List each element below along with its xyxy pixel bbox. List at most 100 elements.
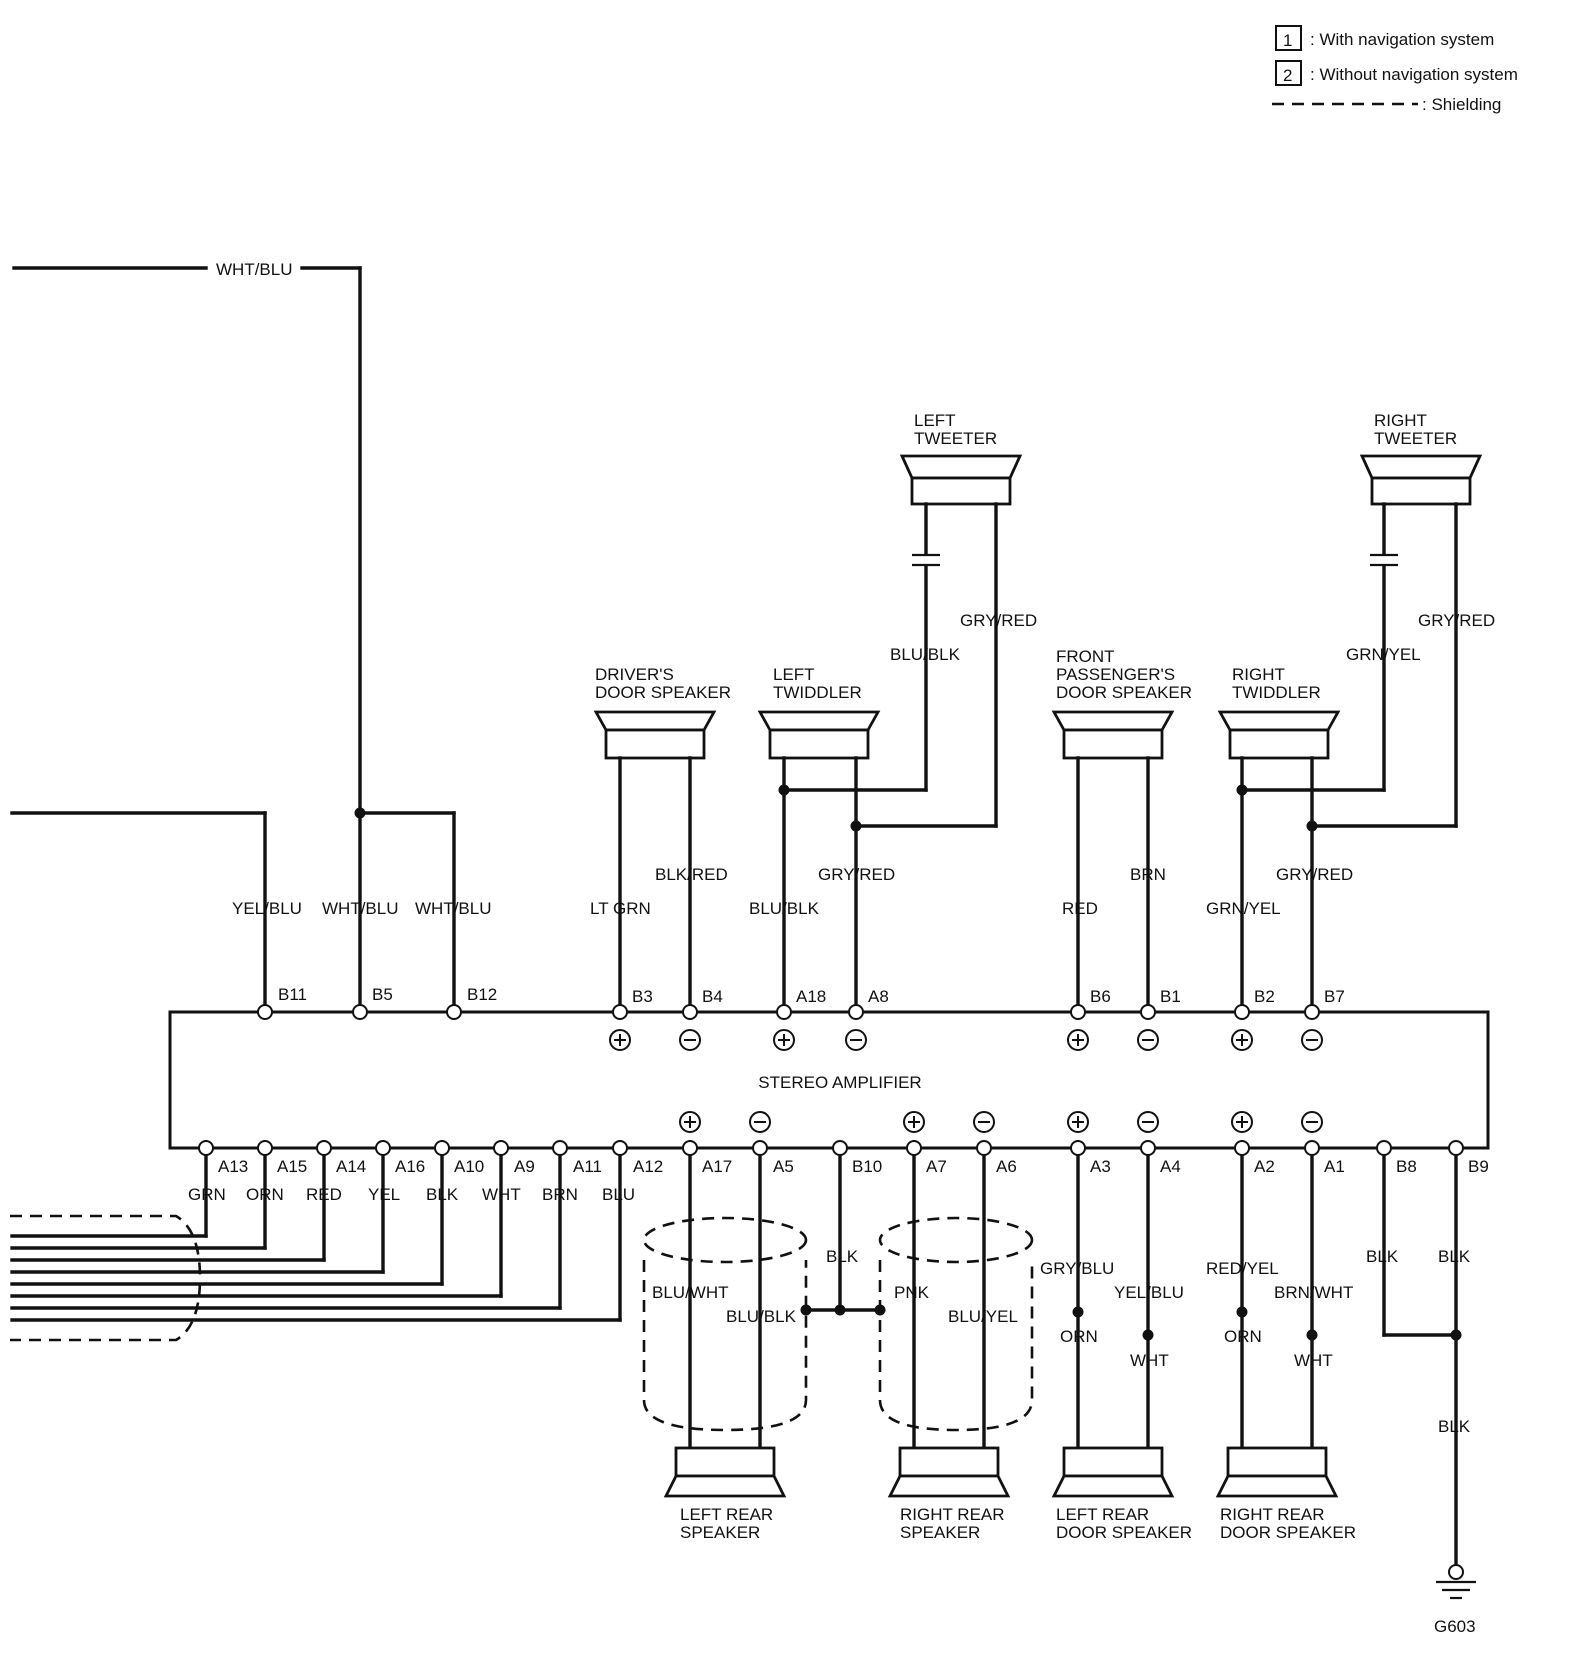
wire-label-b7: GRY/RED <box>1276 865 1353 884</box>
wire-label-a11: BRN <box>542 1185 578 1204</box>
wire-label-b1: BRN <box>1130 865 1166 884</box>
pin-label-a4: A4 <box>1160 1157 1181 1176</box>
wire-label-b2: GRN/YEL <box>1206 899 1281 918</box>
label-front-passengers-2: PASSENGER'S <box>1056 665 1175 684</box>
legend-item2-box <box>1275 60 1302 86</box>
wire-label-a18: BLU/BLK <box>749 899 820 918</box>
pin-label-a6: A6 <box>996 1157 1017 1176</box>
label-right-twiddler-1: RIGHT <box>1232 665 1285 684</box>
amplifier-label: STEREO AMPLIFIER <box>758 1073 921 1092</box>
wire-label-a7: PNK <box>894 1283 930 1302</box>
wire-label-b4: BLK/RED <box>655 865 728 884</box>
wire-label-a16: YEL <box>368 1185 400 1204</box>
plus-symbol <box>903 1111 925 1133</box>
label-right-rear-2: SPEAKER <box>900 1523 980 1542</box>
minus-symbol <box>1301 1029 1323 1051</box>
wire-label-left-tweeter-minus: GRY/RED <box>960 611 1037 630</box>
wire-label-a9: WHT <box>482 1185 521 1204</box>
lower-left-bundle <box>10 1146 622 1342</box>
wire-label-a12: BLU <box>602 1185 635 1204</box>
legend: 1 : With navigation system 2 : Without n… <box>1272 25 1518 114</box>
pin-label-a7: A7 <box>926 1157 947 1176</box>
wire-label-b9: BLK <box>1438 1247 1471 1266</box>
wire-label-ground: BLK <box>1438 1417 1471 1436</box>
right-twiddler <box>1217 710 1341 760</box>
label-left-rear-2: SPEAKER <box>680 1523 760 1542</box>
wire-label-b8: BLK <box>1366 1247 1399 1266</box>
label-drivers-door-1: DRIVER'S <box>595 665 674 684</box>
polarity-symbols-top <box>609 1029 1323 1051</box>
wire-label-right-tweeter-minus: GRY/RED <box>1418 611 1495 630</box>
left-tweeter <box>899 454 1023 506</box>
minus-symbol <box>1137 1111 1159 1133</box>
legend-item1-number: 1 <box>1283 31 1292 50</box>
pin-label-b1: B1 <box>1160 987 1181 1006</box>
pin-label-b4: B4 <box>702 987 723 1006</box>
plus-symbol <box>1067 1029 1089 1051</box>
pin-label-b7: B7 <box>1324 987 1345 1006</box>
wire-label-left-tweeter-plus: BLU/BLK <box>890 645 961 664</box>
pin-label-a2: A2 <box>1254 1157 1275 1176</box>
bottom-pins <box>198 1140 1464 1156</box>
wire-label-a6: BLU/YEL <box>948 1307 1018 1326</box>
lower-speaker-wiring <box>642 1146 1462 1567</box>
pin-label-a11: A11 <box>573 1157 602 1176</box>
pin-label-a8: A8 <box>868 987 889 1006</box>
label-right-tweeter-2: TWEETER <box>1374 429 1457 448</box>
plus-symbol <box>609 1029 631 1051</box>
pin-label-a12: A12 <box>633 1157 663 1176</box>
ground-label: G603 <box>1434 1617 1476 1636</box>
label-front-passengers-1: FRONT <box>1056 647 1115 666</box>
wire-label-top-wht-blu: WHT/BLU <box>216 260 293 279</box>
pin-label-a1: A1 <box>1324 1157 1345 1176</box>
wire-label-a10: BLK <box>426 1185 459 1204</box>
wire-label-b11: YEL/BLU <box>232 899 302 918</box>
minus-symbol <box>973 1111 995 1133</box>
wire-label-a8: GRY/RED <box>818 865 895 884</box>
legend-item2-text: : Without navigation system <box>1310 65 1518 84</box>
legend-item1-box <box>1275 25 1302 51</box>
wire-label-right-tweeter-plus: GRN/YEL <box>1346 645 1421 664</box>
plus-symbol <box>1067 1111 1089 1133</box>
wire-label-b10: BLK <box>826 1247 859 1266</box>
pin-label-a17: A17 <box>702 1157 732 1176</box>
wire-label-a3-upper: GRY/BLU <box>1040 1259 1114 1278</box>
pin-label-a3: A3 <box>1090 1157 1111 1176</box>
wire-label-a5: BLU/BLK <box>726 1307 797 1326</box>
minus-symbol <box>749 1111 771 1133</box>
pin-label-a15: A15 <box>277 1157 307 1176</box>
wire-label-a3-lower: ORN <box>1060 1327 1098 1346</box>
wire-label-a2-upper: RED/YEL <box>1206 1259 1279 1278</box>
label-left-twiddler-2: TWIDDLER <box>773 683 862 702</box>
wire-label-a17: BLU/WHT <box>652 1283 729 1302</box>
wire-label-a4-lower: WHT <box>1130 1351 1169 1370</box>
minus-symbol <box>1301 1111 1323 1133</box>
label-left-rear-1: LEFT REAR <box>680 1505 773 1524</box>
pin-label-b10: B10 <box>852 1157 882 1176</box>
pin-label-b6: B6 <box>1090 987 1111 1006</box>
pin-label-b12: B12 <box>467 985 497 1004</box>
wire-label-a15: ORN <box>246 1185 284 1204</box>
wire-label-b12: WHT/BLU <box>415 899 492 918</box>
label-drivers-door-2: DOOR SPEAKER <box>595 683 731 702</box>
minus-symbol <box>845 1029 867 1051</box>
pin-label-a9: A9 <box>514 1157 535 1176</box>
stereo-amplifier-box <box>168 1010 1490 1150</box>
top-pins <box>257 1004 1320 1020</box>
label-front-passengers-3: DOOR SPEAKER <box>1056 683 1192 702</box>
upper-speaker-wiring <box>618 502 1458 1014</box>
label-right-rear-door-1: RIGHT REAR <box>1220 1505 1325 1524</box>
ground-icon <box>1436 1564 1476 1600</box>
legend-item1-text: : With navigation system <box>1310 30 1494 49</box>
wire-label-a4-upper: YEL/BLU <box>1114 1283 1184 1302</box>
pin-label-b11: B11 <box>278 985 307 1004</box>
pin-label-a14: A14 <box>336 1157 366 1176</box>
left-rear-door-speaker <box>1051 1446 1175 1498</box>
label-left-rear-door-2: DOOR SPEAKER <box>1056 1523 1192 1542</box>
label-right-twiddler-2: TWIDDLER <box>1232 683 1321 702</box>
wire-label-a1-upper: BRN/WHT <box>1274 1283 1353 1302</box>
wire-label-a2-lower: ORN <box>1224 1327 1262 1346</box>
right-rear-speaker <box>887 1446 1011 1498</box>
wire-label-a13: GRN <box>188 1185 226 1204</box>
drivers-door-speaker <box>593 710 717 760</box>
